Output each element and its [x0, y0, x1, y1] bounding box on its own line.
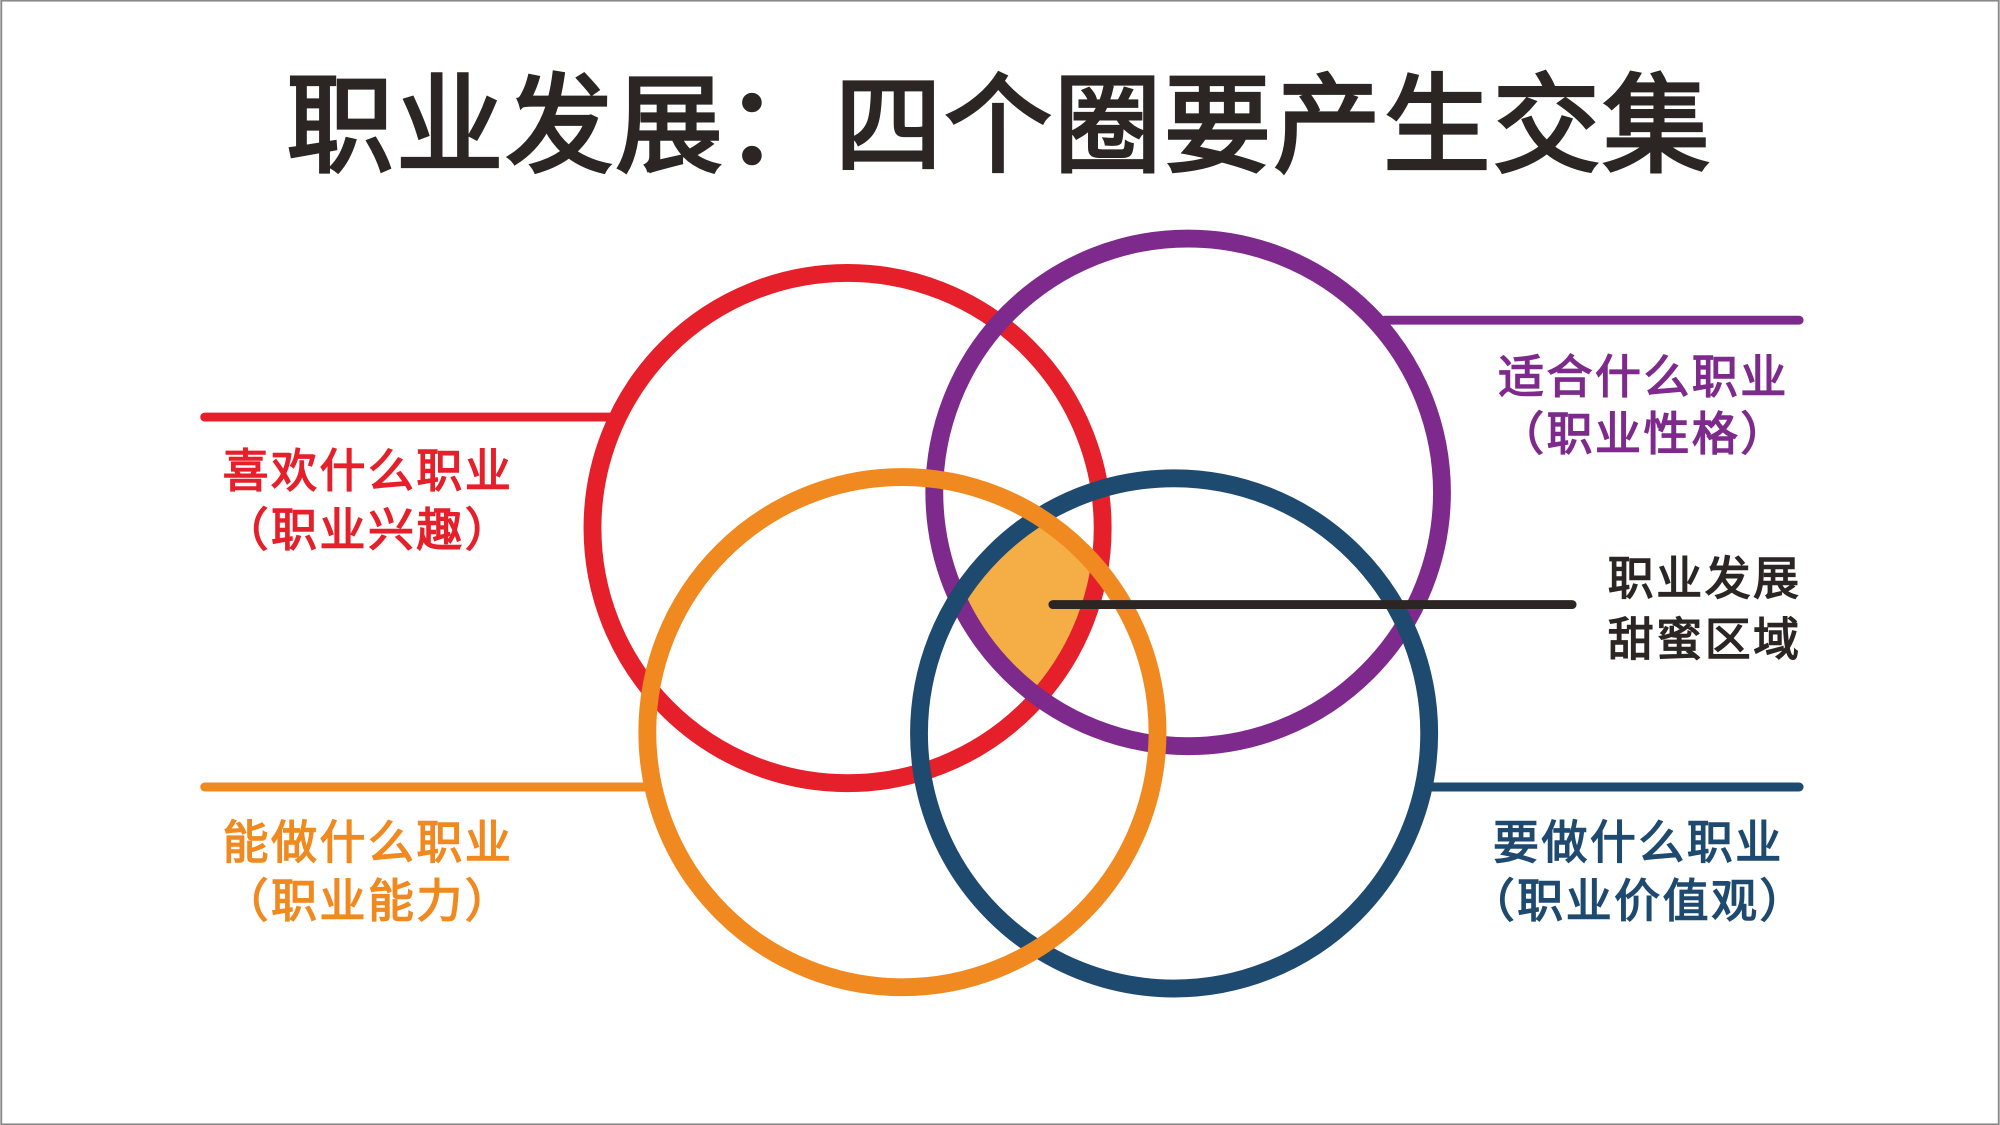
sweet-spot-label-2: 甜蜜区域	[1608, 613, 1802, 667]
interest-label-2: （职业兴趣）	[223, 503, 514, 557]
interest-label-1: 喜欢什么职业	[223, 444, 514, 498]
values-circle	[910, 469, 1439, 998]
values-label-1: 要做什么职业	[1493, 815, 1784, 869]
personality-circle	[925, 229, 1451, 756]
personality-label-2: （职业性格）	[1498, 407, 1789, 461]
sweet-spot-group	[934, 478, 1103, 747]
ability-label-2: （职业能力）	[223, 874, 514, 928]
personality-label-1: 适合什么职业	[1498, 350, 1789, 404]
values-label-2: （职业价值观）	[1469, 874, 1808, 928]
interest-circle	[583, 264, 1112, 793]
sweet-spot-label-1: 职业发展	[1608, 551, 1802, 605]
page-title: 职业发展：四个圈要产生交集	[286, 65, 1712, 189]
sweet-spot-area	[934, 478, 1103, 747]
ability-circle	[638, 468, 1167, 997]
ability-label-1: 能做什么职业	[223, 815, 514, 869]
